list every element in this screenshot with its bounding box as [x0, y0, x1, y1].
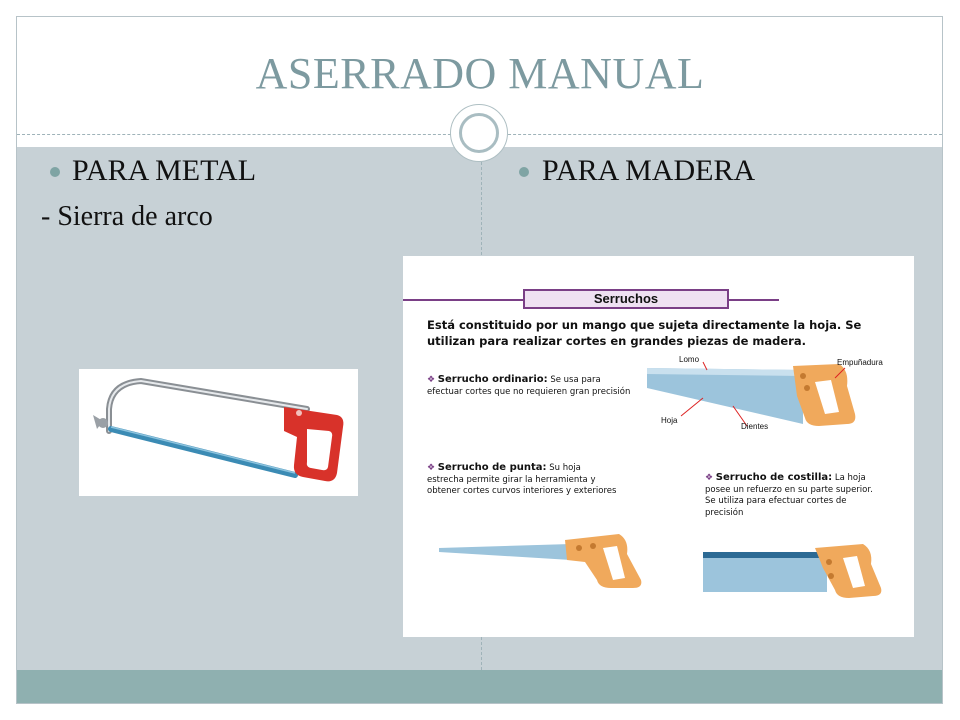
poster-item-name: Serrucho de costilla:: [715, 472, 833, 483]
poster-title: Serruchos: [523, 289, 729, 309]
label-lomo: Lomo: [679, 355, 700, 364]
diamond-bullet-icon: ❖: [705, 473, 714, 483]
poster-item-desc: La hoja posee un refuerzo en su parte su…: [705, 473, 873, 518]
poster-intro: Está constituido por un mango que sujeta…: [427, 318, 862, 348]
hacksaw-image: [79, 369, 358, 496]
slide-title: ASERRADO MANUAL: [255, 49, 705, 98]
label-dientes: Dientes: [741, 422, 769, 431]
left-subtext: - Sierra de arco: [41, 201, 213, 232]
poster-item-desc: Su hoja estrecha permite girar la herram…: [427, 463, 617, 496]
label-hoja: Hoja: [661, 416, 678, 425]
label-empunadura: Empuñadura: [837, 358, 883, 367]
left-heading: PARA METAL: [72, 154, 257, 187]
decorative-ring-icon: [459, 113, 499, 153]
poster-item-costilla: ❖ Serrucho de costilla: La hoja posee un…: [705, 472, 885, 519]
diamond-bullet-icon: ❖: [427, 375, 436, 385]
pointed-saw-icon: [439, 534, 642, 588]
poster-item-punta: ❖ Serrucho de punta: Su hoja estrecha pe…: [427, 462, 617, 498]
right-heading: PARA MADERA: [542, 154, 756, 187]
poster-item-name: Serrucho de punta:: [437, 462, 547, 473]
slide-frame: [16, 16, 943, 704]
footer-bar: [17, 670, 942, 704]
poster-item-name: Serrucho ordinario:: [437, 374, 548, 385]
hacksaw-icon: [93, 377, 344, 482]
ordinary-saw-icon: [647, 361, 856, 427]
round-bullet-icon: [50, 167, 60, 177]
poster-item-ordinario: ❖ Serrucho ordinario: Se usa para efectu…: [427, 374, 637, 398]
poster-item-desc: Se usa para efectuar cortes que no requi…: [427, 375, 631, 397]
serruchos-diagram: Serruchos Está constituido por un mango …: [403, 256, 914, 637]
back-saw-icon: [703, 544, 882, 598]
diamond-bullet-icon: ❖: [427, 463, 436, 473]
round-bullet-icon: [519, 167, 529, 177]
